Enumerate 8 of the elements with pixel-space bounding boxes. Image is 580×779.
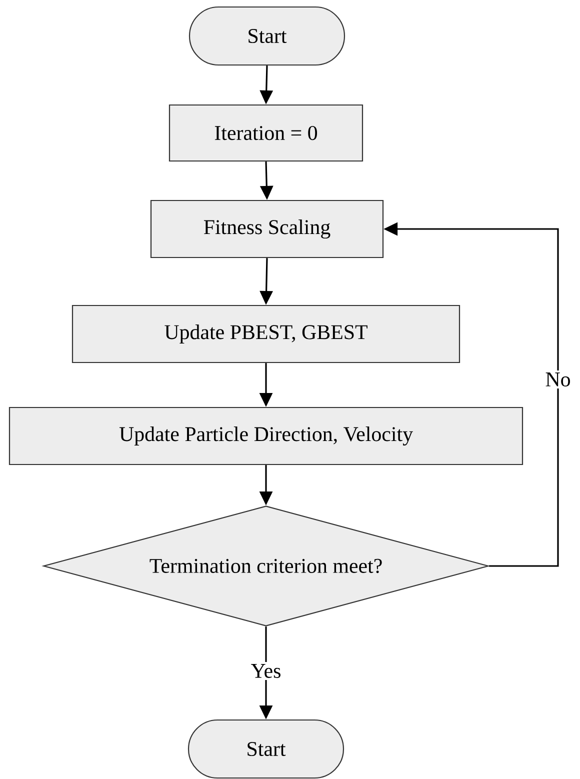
process-box: Update Particle Direction, Velocity bbox=[8, 406, 524, 466]
terminal-box: Start bbox=[188, 6, 346, 66]
terminal-box: Start bbox=[188, 719, 344, 779]
edge-label: No bbox=[543, 370, 573, 388]
process-box: Update PBEST, GBEST bbox=[72, 304, 460, 364]
edge-label: Yes bbox=[248, 662, 284, 680]
process-box: Fitness Scaling bbox=[150, 200, 384, 258]
process-box: Iteration = 0 bbox=[168, 104, 364, 162]
